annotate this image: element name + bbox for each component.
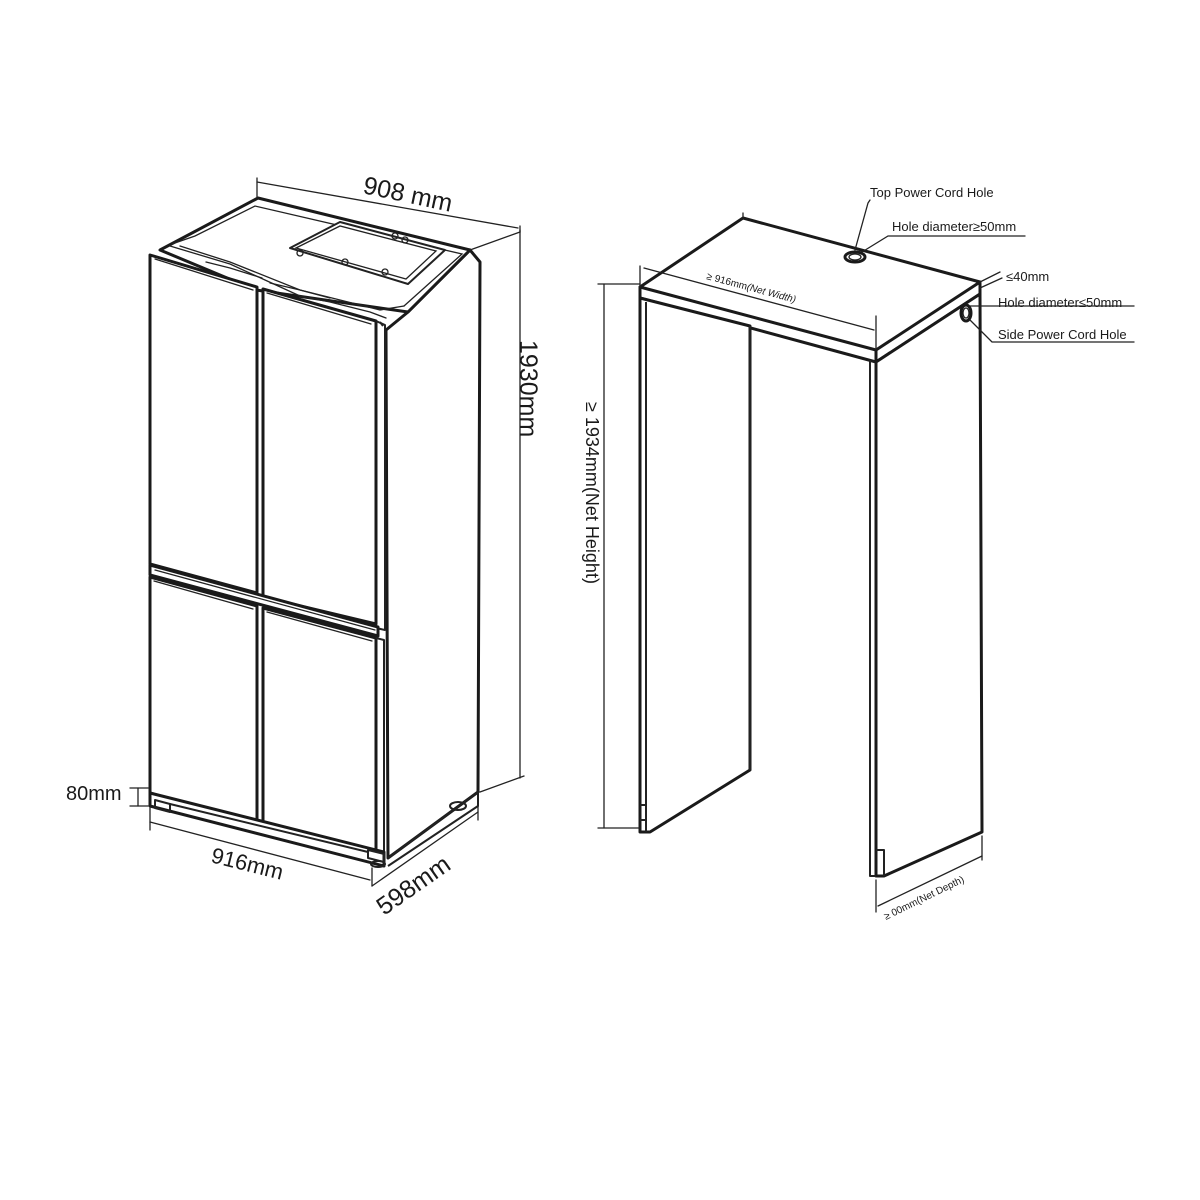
- side-power-cord-hole-label: Side Power Cord Hole: [998, 327, 1127, 342]
- fridge-width-bottom-label: 916mm: [209, 843, 286, 885]
- fridge-base-height-label: 80mm: [66, 783, 122, 805]
- net-height-label: ≥ 1934mm(Net Height): [582, 402, 602, 584]
- side-hole-diameter-label: Hole diameter≤50mm: [998, 295, 1122, 310]
- cabinet-drawing: [597, 199, 1135, 913]
- side-offset-label: ≤40mm: [1006, 269, 1049, 284]
- refrigerator-drawing: [129, 177, 525, 887]
- fridge-height-label: 1930mm: [514, 340, 542, 437]
- top-hole-diameter-label: Hole diameter≥50mm: [892, 219, 1016, 234]
- fridge-width-top-label: 908 mm: [361, 171, 455, 217]
- top-power-cord-hole-label: Top Power Cord Hole: [870, 185, 994, 200]
